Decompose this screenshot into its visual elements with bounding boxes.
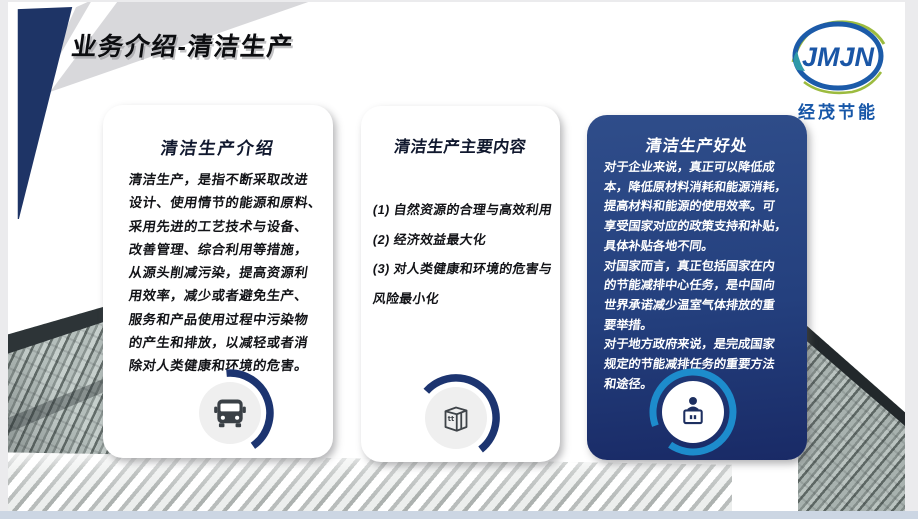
- jmjn-logo-icon: JMJN: [791, 20, 886, 95]
- company-logo: JMJN 经茂节能: [788, 14, 888, 123]
- logo-subtitle: 经茂节能: [798, 103, 878, 122]
- slide-border-left: [0, 0, 8, 519]
- card1-title: 清洁生产介绍: [159, 139, 277, 158]
- card3-body: 对于企业来说，真正可以降低成本，降低原材料消耗和能源消耗，提高材料和能源的使用效…: [603, 160, 788, 391]
- svg-text:tt: tt: [448, 415, 455, 423]
- card1-icon-medallion: [180, 363, 280, 463]
- card3-title: 清洁生产好处: [644, 138, 749, 155]
- box-icon: tt: [425, 387, 487, 449]
- slide-border-bottom: [0, 511, 918, 519]
- card3-icon-medallion: [643, 362, 743, 462]
- page-title: 业务介绍-清洁生产: [69, 33, 296, 61]
- card2-title: 清洁生产主要内容: [392, 139, 528, 156]
- svg-text:JMJN: JMJN: [802, 42, 875, 72]
- card2-icon-medallion: tt: [406, 368, 506, 468]
- card2-body: (1) 自然资源的合理与高效利用(2) 经济效益最大化(3) 对人类健康和环境的…: [371, 202, 554, 306]
- slide-border-top: [0, 0, 918, 2]
- card1-body: 清洁生产，是指不断采取改进设计、使用情节的能源和原料、采用先进的工艺技术与设备、…: [127, 172, 324, 374]
- slide-border-right: [905, 0, 918, 519]
- speaker-icon: [662, 381, 724, 443]
- building-photo-right: [798, 318, 908, 512]
- bus-icon: [199, 382, 261, 444]
